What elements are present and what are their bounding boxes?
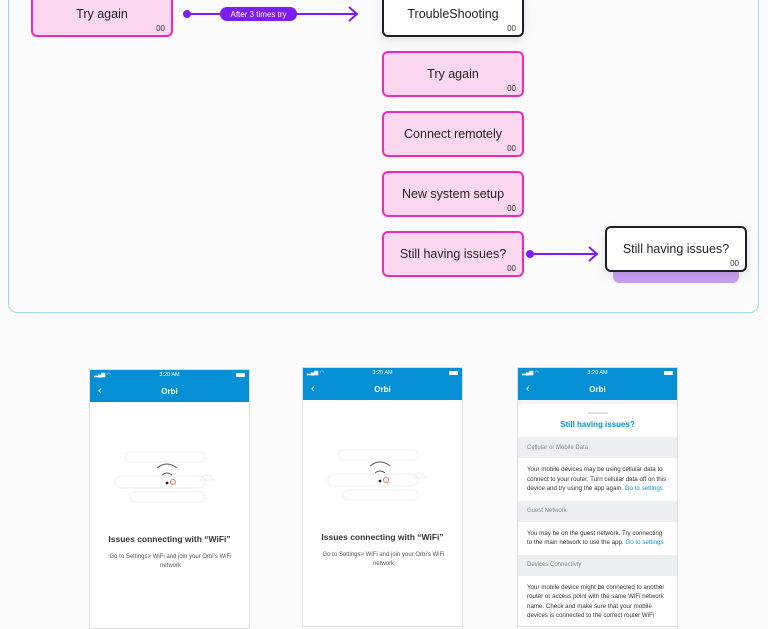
node-still-having-issues-target[interactable]: Still having issues?00 bbox=[605, 226, 747, 272]
battery-icon bbox=[664, 371, 673, 375]
stack-indicator bbox=[613, 270, 739, 283]
back-icon[interactable]: ‹ bbox=[311, 383, 315, 395]
node-label: New system setup bbox=[401, 187, 505, 201]
battery-icon bbox=[236, 373, 245, 377]
node-num: 00 bbox=[156, 24, 165, 33]
phone-screen-3: ▂▄▆ ◠ 3:20 AM ‹ Orbi Still having issues? … bbox=[517, 367, 678, 627]
wifi-error-illustration bbox=[114, 451, 216, 503]
node-label: TroubleShooting bbox=[407, 7, 499, 21]
bottom-sheet: Still having issues? Cellular or Mobile … bbox=[518, 404, 677, 627]
back-icon[interactable]: ‹ bbox=[98, 385, 102, 397]
section-header: Devices Connectivty bbox=[518, 554, 677, 576]
node-label: Try again bbox=[76, 7, 128, 21]
node-troubleshooting[interactable]: TroubleShooting 00 bbox=[382, 0, 524, 37]
phone-screen-1: ▂▄▆ ◠ 3:20 AM ‹ Orbi Issues connecting wit… bbox=[89, 369, 250, 629]
node-num: 00 bbox=[507, 84, 516, 93]
section-header: Guest Network bbox=[518, 500, 677, 522]
connector-arrow-2 bbox=[526, 246, 599, 262]
error-heading: Issues connecting with “WiFi” bbox=[108, 534, 231, 544]
node-num: 00 bbox=[730, 259, 739, 268]
status-time: 3:20 AM bbox=[372, 370, 393, 376]
node-label: Still having issues? bbox=[622, 242, 730, 256]
node-connect-remotely[interactable]: Connect remotely 00 bbox=[382, 111, 524, 157]
error-description: Go to Settings> WiFi and join your Orbi'… bbox=[109, 554, 232, 569]
section-body: Your mobile devices may be using cellula… bbox=[518, 458, 677, 501]
node-num: 00 bbox=[507, 264, 516, 273]
app-header: ‹ Orbi bbox=[518, 378, 677, 400]
status-time: 3:20 AM bbox=[159, 372, 180, 378]
sheet-handle[interactable] bbox=[587, 412, 608, 414]
back-icon[interactable]: ‹ bbox=[526, 383, 530, 395]
section-text: You may be on the guest network. Try con… bbox=[527, 529, 663, 547]
status-bar: ▂▄▆ ◠ 3:20 AM bbox=[90, 370, 249, 380]
node-num: 00 bbox=[507, 144, 516, 153]
node-try-again[interactable]: Try again 00 bbox=[382, 51, 524, 97]
node-num: 00 bbox=[507, 204, 516, 213]
status-bar: ▂▄▆ ◠ 3:20 AM bbox=[303, 368, 462, 378]
app-header: ‹ Orbi bbox=[303, 378, 462, 400]
sheet-title: Still having issues? bbox=[560, 420, 635, 429]
signal-icon: ▂▄▆ ◠ bbox=[94, 372, 111, 378]
app-title: Orbi bbox=[374, 384, 391, 394]
node-label: Still having issues? bbox=[399, 247, 507, 261]
status-bar: ▂▄▆ ◠ 3:20 AM bbox=[518, 368, 677, 378]
app-title: Orbi bbox=[161, 386, 178, 396]
go-to-settings-link[interactable]: Go to settings bbox=[625, 539, 664, 546]
app-title: Orbi bbox=[589, 384, 606, 394]
wifi-error-illustration bbox=[327, 449, 429, 501]
error-heading: Issues connecting with “WiFi” bbox=[321, 532, 444, 542]
signal-icon: ▂▄▆ ◠ bbox=[307, 370, 324, 376]
signal-icon: ▂▄▆ ◠ bbox=[522, 370, 539, 376]
node-still-having-issues[interactable]: Still having issues?00 bbox=[382, 231, 524, 277]
section-body: You may be on the guest network. Try con… bbox=[518, 522, 677, 555]
phone-screen-2: ▂▄▆ ◠ 3:20 AM ‹ Orbi Issues connecting wit… bbox=[302, 367, 463, 627]
error-description: Go to Settings> WiFi and join your Orbi'… bbox=[322, 552, 445, 567]
go-to-settings-link[interactable]: Go to settings bbox=[624, 485, 663, 492]
connector-label: After 3 times try bbox=[220, 7, 297, 21]
app-header: ‹ Orbi bbox=[90, 380, 249, 402]
battery-icon bbox=[449, 371, 458, 375]
node-num: 00 bbox=[507, 24, 516, 33]
section-body: Your mobile device might be connected to… bbox=[518, 576, 677, 627]
status-time: 3:20 AM bbox=[587, 370, 608, 376]
section-header: Cellular or Mobile Data bbox=[518, 437, 677, 458]
section-text: Your mobile devices may be using cellula… bbox=[527, 466, 667, 492]
node-label: Connect remotely bbox=[404, 127, 502, 141]
section-text: Your mobile device might be connected to… bbox=[527, 583, 665, 620]
node-try-again-left[interactable]: Try again 00 bbox=[31, 0, 173, 37]
node-label: Try again bbox=[427, 67, 479, 81]
